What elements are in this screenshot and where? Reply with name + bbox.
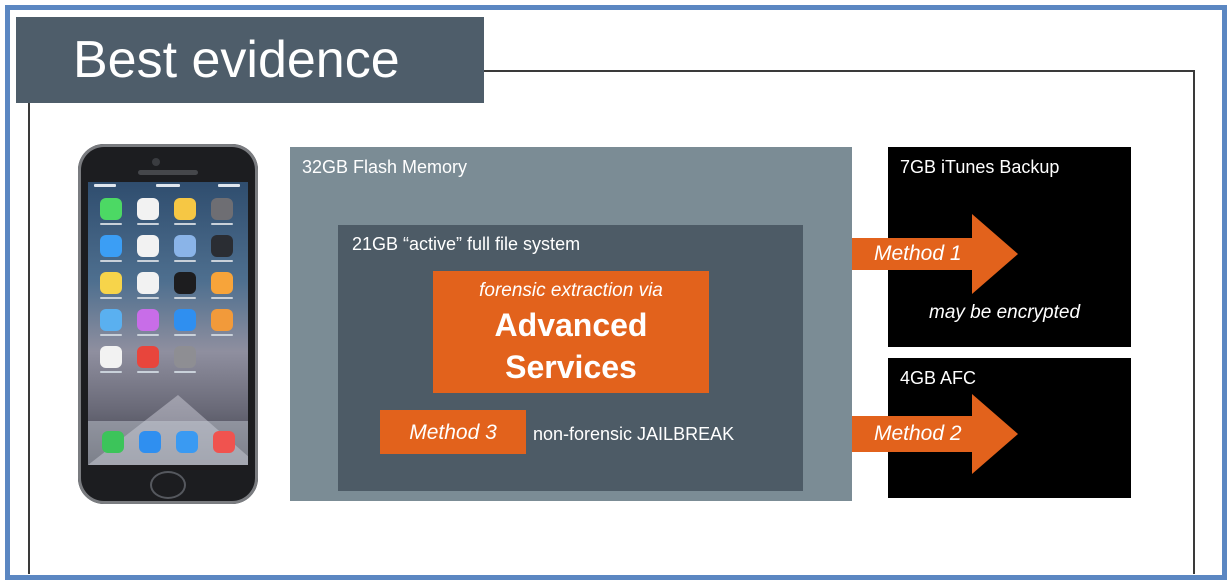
- page-title: Best evidence: [73, 31, 400, 89]
- app-icon: [100, 198, 122, 220]
- app-icon-label: [100, 223, 122, 225]
- app-icon-label: [137, 223, 159, 225]
- method-1-label: Method 1: [874, 242, 962, 265]
- right-arrow-icon: [852, 394, 1018, 474]
- app-icon-label: [100, 371, 122, 373]
- phone-screen: [88, 182, 248, 465]
- app-icon-label: [211, 260, 233, 262]
- app-icon-label: [211, 297, 233, 299]
- app-icon: [137, 235, 159, 257]
- title-bar: Best evidence: [16, 17, 484, 103]
- app-icon: [211, 272, 233, 294]
- app-icon-label: [174, 297, 196, 299]
- app-icon: [100, 309, 122, 331]
- speaker-grille: [138, 170, 198, 175]
- jailbreak-label: non-forensic JAILBREAK: [533, 424, 735, 444]
- music-app-icon: [213, 431, 235, 453]
- app-icon-label: [174, 371, 196, 373]
- app-icon: [100, 346, 122, 368]
- app-icon: [174, 198, 196, 220]
- app-icon-label: [100, 260, 122, 262]
- encrypted-note: may be encrypted: [929, 302, 1081, 323]
- app-icon: [174, 272, 196, 294]
- phone-app-icon: [102, 431, 124, 453]
- method-1-arrow: Method 1: [852, 214, 1018, 294]
- content-frame: [28, 70, 1195, 574]
- mail-app-icon: [139, 431, 161, 453]
- app-icon-label: [174, 260, 196, 262]
- advanced-services-title-line2: Services: [505, 349, 637, 385]
- afc-label: 4GB AFC: [900, 368, 977, 388]
- app-icon: [100, 235, 122, 257]
- method-3-label: Method 3: [409, 421, 497, 444]
- wallpaper-mountain: [88, 395, 248, 465]
- file-system-label: 21GB “active” full file system: [352, 234, 581, 254]
- advanced-services-title-line1: Advanced: [494, 307, 648, 343]
- app-icon-label: [137, 334, 159, 336]
- app-icon: [137, 198, 159, 220]
- app-icon-label: [211, 334, 233, 336]
- itunes-backup-label: 7GB iTunes Backup: [900, 157, 1060, 177]
- home-button: [150, 471, 186, 499]
- method-2-label: Method 2: [874, 422, 962, 445]
- flash-memory-label: 32GB Flash Memory: [302, 157, 468, 177]
- status-bar: [88, 184, 248, 192]
- app-icon: [100, 272, 122, 294]
- method-2-arrow: Method 2: [852, 394, 1018, 474]
- app-icon: [137, 272, 159, 294]
- advanced-services-subtitle: forensic extraction via: [479, 280, 663, 301]
- app-icon-label: [100, 334, 122, 336]
- right-arrow-icon: [852, 214, 1018, 294]
- app-icon-label: [100, 297, 122, 299]
- phone-top-bezel: [78, 144, 258, 182]
- app-icon-label: [174, 334, 196, 336]
- app-icon: [211, 198, 233, 220]
- iphone-image: [78, 144, 258, 504]
- app-icon-label: [137, 260, 159, 262]
- app-icon-label: [174, 223, 196, 225]
- app-icon: [174, 235, 196, 257]
- app-icon: [174, 346, 196, 368]
- app-icon: [137, 309, 159, 331]
- app-icon: [137, 346, 159, 368]
- app-icon-label: [211, 223, 233, 225]
- app-dock: [88, 421, 248, 465]
- camera-icon: [152, 158, 160, 166]
- advanced-services-box: forensic extraction via Advanced Service…: [433, 271, 709, 393]
- app-icon-label: [137, 297, 159, 299]
- app-icon: [174, 309, 196, 331]
- method-3-box: Method 3: [380, 410, 526, 454]
- app-icon: [211, 309, 233, 331]
- safari-app-icon: [176, 431, 198, 453]
- app-icon-label: [137, 371, 159, 373]
- app-icon: [211, 235, 233, 257]
